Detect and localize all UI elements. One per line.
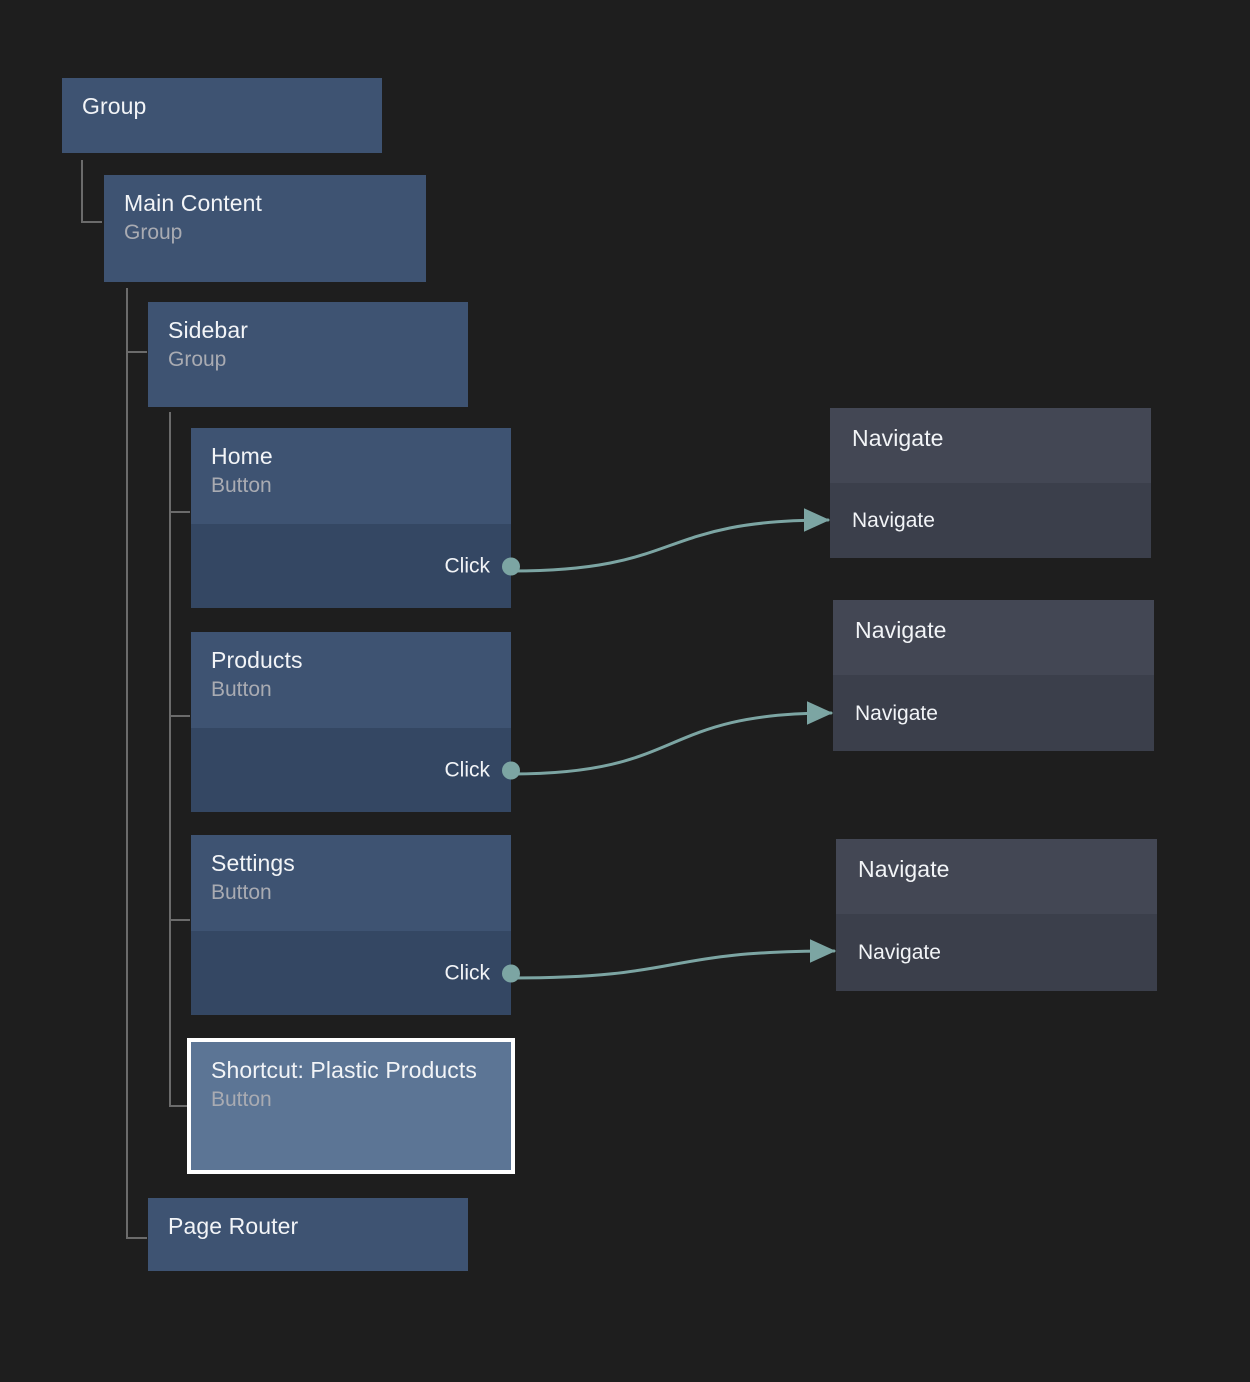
node-title: Group	[82, 93, 147, 119]
node-header: Navigate	[830, 408, 1151, 483]
output-port-click[interactable]: Click	[444, 758, 520, 782]
port-label: Navigate	[852, 509, 935, 532]
connector-sidebar-to-products	[169, 412, 190, 717]
port-dot-icon[interactable]	[502, 964, 520, 982]
node-subtitle: Group	[124, 220, 183, 244]
port-label: Navigate	[858, 941, 941, 964]
port-label: Click	[444, 758, 491, 782]
input-port-navigate[interactable]: Navigate	[855, 703, 938, 724]
port-label: Click	[444, 554, 491, 578]
node-title: Navigate	[858, 856, 950, 882]
node-header: Page Router	[148, 1198, 468, 1271]
node-title: Navigate	[855, 617, 947, 643]
node-header: Navigate	[836, 839, 1157, 914]
node-title: Page Router	[168, 1213, 299, 1239]
node-body: Click	[191, 524, 520, 608]
node-subtitle: Button	[211, 1087, 272, 1111]
output-port-click[interactable]: Click	[444, 961, 520, 985]
node-subtitle: Group	[168, 347, 227, 371]
node-subtitle: Button	[211, 473, 272, 497]
port-dot-icon[interactable]	[502, 761, 520, 779]
connector-root-to-main-content	[81, 160, 102, 223]
connector-sidebar-to-settings	[169, 412, 190, 921]
port-dot-icon[interactable]	[502, 557, 520, 575]
node-subtitle: Button	[211, 677, 272, 701]
node-body: Navigate	[830, 483, 1151, 558]
input-port-navigate[interactable]: Navigate	[852, 510, 935, 531]
node-title: Shortcut: Plastic Products	[211, 1057, 477, 1083]
connector-sidebar-to-shortcut	[169, 412, 190, 1107]
edge-home-click-to-navigate[interactable]	[510, 508, 830, 573]
connector-main-to-sidebar	[126, 288, 147, 353]
node-body: Click	[191, 931, 520, 1015]
node-title: Settings	[211, 850, 295, 876]
node-header: Group	[62, 78, 382, 153]
node-title: Navigate	[852, 425, 944, 451]
node-root-group[interactable]: Group	[62, 78, 382, 153]
node-header: Navigate	[833, 600, 1154, 675]
connector-main-to-page-router	[126, 288, 147, 1239]
node-title: Main Content	[124, 190, 262, 216]
node-body: Navigate	[833, 675, 1154, 751]
edge-products-click-to-navigate[interactable]	[510, 701, 833, 776]
node-page-router[interactable]: Page Router	[148, 1198, 468, 1271]
node-subtitle: Button	[211, 880, 272, 904]
port-label: Navigate	[855, 701, 938, 725]
node-title: Products	[211, 647, 303, 673]
output-port-click[interactable]: Click	[444, 554, 520, 578]
input-port-navigate[interactable]: Navigate	[858, 942, 941, 963]
port-label: Click	[444, 961, 491, 985]
node-body: Navigate	[836, 914, 1157, 991]
connector-sidebar-to-home	[169, 412, 190, 513]
node-title: Sidebar	[168, 317, 248, 343]
node-title: Home	[211, 443, 273, 469]
edge-settings-click-to-navigate[interactable]	[510, 939, 836, 980]
node-body: Click	[191, 728, 520, 812]
